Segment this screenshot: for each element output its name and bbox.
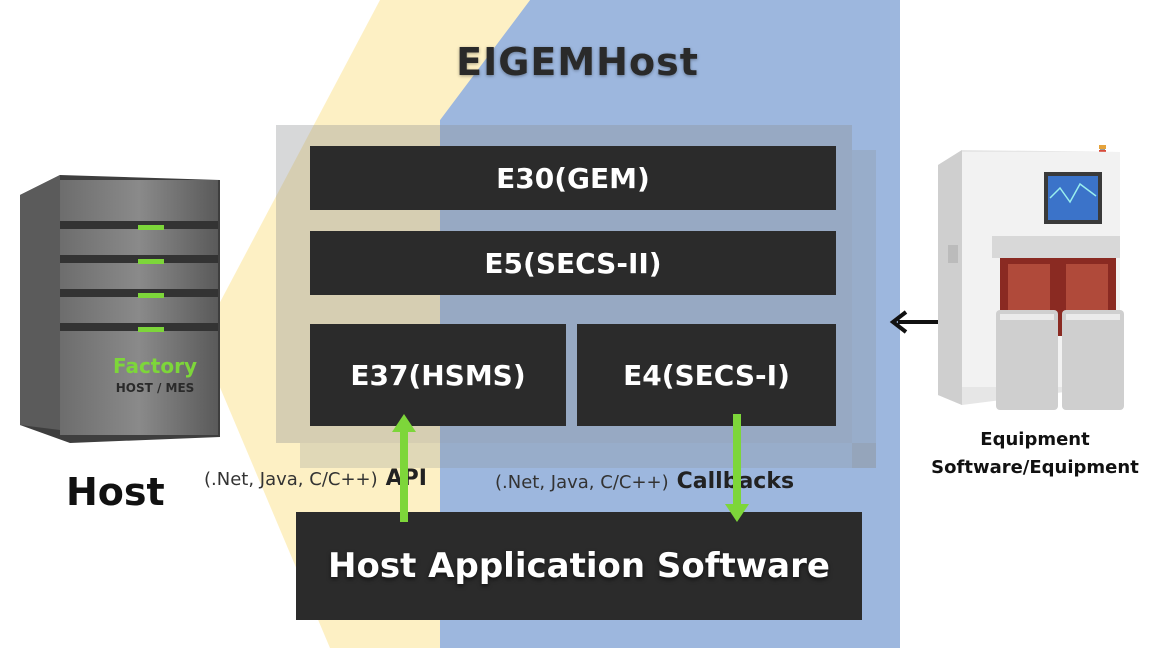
equipment-label-line2: Software/Equipment [931, 457, 1139, 478]
api-label-group: (.Net, Java, C/C++) API [204, 466, 427, 491]
layer-hsms: E37(HSMS) [310, 324, 566, 426]
stack-panel-shadow [852, 150, 876, 468]
host-label: Host [66, 470, 165, 514]
api-languages: (.Net, Java, C/C++) [204, 469, 378, 490]
callbacks-arrow [725, 414, 749, 522]
layer-secs2: E5(SECS-II) [310, 231, 836, 295]
server-factory-text: Factory [112, 354, 198, 378]
callbacks-languages: (.Net, Java, C/C++) [495, 472, 669, 493]
equipment-label: Equipment Software/Equipment [915, 426, 1152, 482]
server-host-mes-text: HOST / MES [115, 381, 195, 395]
page-title: EIGEMHost [456, 40, 699, 84]
layer-gem: E30(GEM) [310, 146, 836, 210]
host-application-box: Host Application Software [296, 512, 862, 620]
server-tower-icon [20, 175, 220, 443]
equipment-label-line1: Equipment [980, 429, 1090, 450]
equipment-machine-icon [938, 145, 1124, 410]
api-arrow [392, 414, 416, 522]
layer-secs1: E4(SECS-I) [577, 324, 836, 426]
stack-panel-shadow-bottom [300, 443, 876, 468]
